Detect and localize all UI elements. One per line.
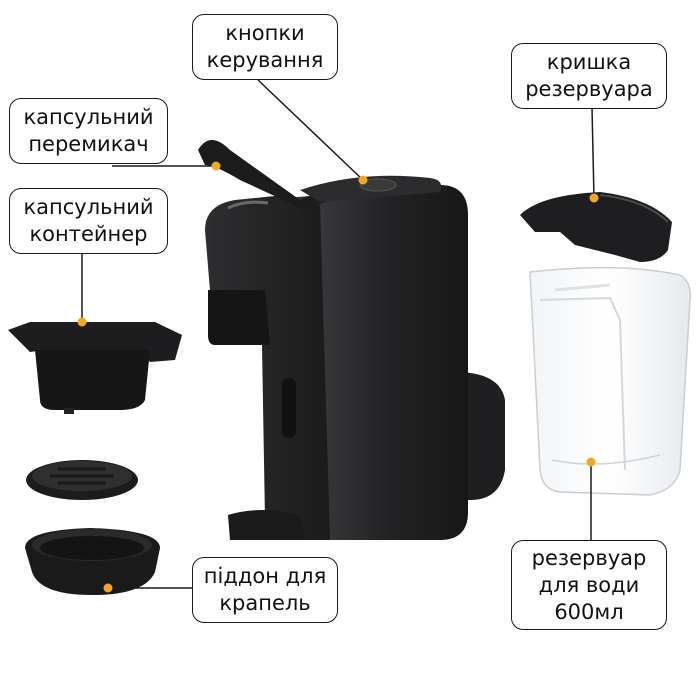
label-text: резервуара bbox=[525, 77, 653, 101]
capsule-container-top bbox=[8, 322, 182, 362]
label-text: кришка bbox=[546, 50, 632, 74]
label-text: керування bbox=[206, 48, 324, 72]
dot-drip-tray bbox=[103, 583, 113, 593]
label-tank-lid: кришка резервуара bbox=[511, 43, 667, 109]
dot-water-tank bbox=[586, 457, 596, 467]
power-button bbox=[359, 178, 397, 192]
label-text: резервуар bbox=[531, 545, 647, 570]
capsule-container-stem bbox=[64, 408, 74, 414]
label-text: перемикач bbox=[28, 132, 149, 156]
label-capsule-container: капсульний контейнер bbox=[9, 188, 168, 254]
label-text: 600мл bbox=[554, 599, 624, 624]
capsule-container-cup bbox=[35, 350, 150, 410]
leader-tank-lid bbox=[591, 107, 595, 199]
label-text: контейнер bbox=[29, 222, 148, 246]
water-tank-part bbox=[529, 266, 692, 496]
label-text: капсульний bbox=[23, 105, 154, 129]
leader-control-buttons bbox=[257, 79, 364, 181]
machine-head bbox=[208, 290, 270, 345]
label-text: піддон для bbox=[203, 564, 327, 588]
dot-control-buttons bbox=[358, 175, 368, 185]
dot-capsule-container bbox=[77, 317, 87, 327]
drip-tray-part bbox=[25, 528, 160, 595]
label-text: кнопки bbox=[225, 21, 305, 45]
label-control-buttons: кнопки керування bbox=[192, 14, 338, 80]
label-text: крапель bbox=[219, 591, 311, 615]
dot-tank-lid bbox=[589, 193, 599, 203]
machine-base bbox=[228, 510, 305, 540]
label-water-tank: резервуар для води 600мл bbox=[511, 540, 667, 630]
body-highlight bbox=[227, 200, 269, 210]
leader-dots bbox=[77, 161, 599, 593]
label-text: для води bbox=[538, 572, 640, 597]
label-drip-tray: піддон для крапель bbox=[192, 557, 338, 623]
machine-front bbox=[205, 196, 330, 540]
capsule-container-part bbox=[8, 322, 182, 414]
label-text: капсульний bbox=[23, 195, 154, 219]
coffee-machine bbox=[198, 140, 505, 540]
label-capsule-switch: капсульний перемикач bbox=[9, 98, 168, 164]
dot-capsule-switch bbox=[211, 161, 221, 171]
leader-lines bbox=[81, 79, 595, 589]
tank-lid-part bbox=[520, 192, 672, 262]
drip-slot bbox=[282, 378, 296, 438]
lever bbox=[198, 140, 330, 210]
drip-grid-part bbox=[26, 460, 138, 500]
